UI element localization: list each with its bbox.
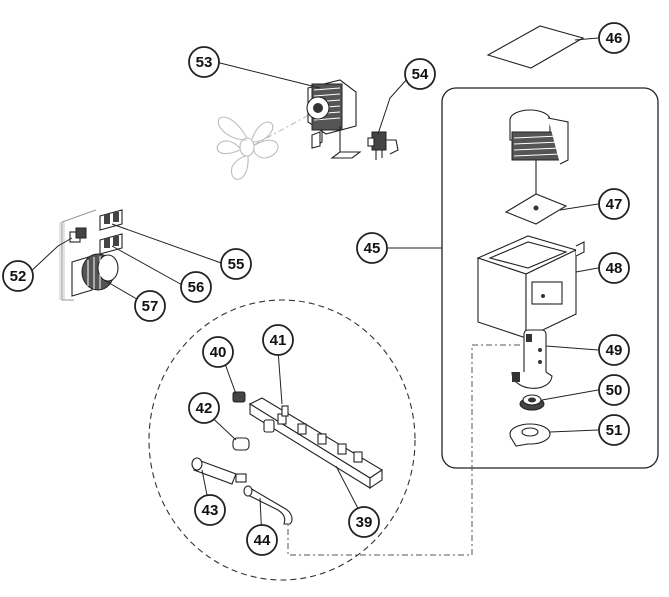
part-48-housing bbox=[476, 235, 585, 339]
part-43-nozzle bbox=[191, 457, 247, 485]
svg-text:53: 53 bbox=[196, 54, 213, 71]
callout-47: 47 bbox=[598, 188, 630, 220]
part-50-nut bbox=[519, 394, 545, 411]
callout-57: 57 bbox=[134, 290, 166, 322]
part-49-shaft bbox=[511, 329, 553, 389]
part-44-bent-pipe bbox=[243, 485, 293, 525]
part-53-fan-motor bbox=[216, 79, 362, 180]
svg-text:42: 42 bbox=[196, 400, 213, 417]
callout-44: 44 bbox=[246, 524, 278, 556]
svg-text:41: 41 bbox=[270, 332, 287, 349]
callout-43: 43 bbox=[194, 494, 226, 526]
callout-46: 46 bbox=[598, 22, 630, 54]
svg-text:50: 50 bbox=[606, 382, 623, 399]
group-45-frame bbox=[441, 87, 659, 469]
callout-42: 42 bbox=[188, 392, 220, 424]
callout-51: 51 bbox=[598, 414, 630, 446]
part-57-rotary-selector bbox=[71, 253, 119, 297]
callout-50: 50 bbox=[598, 374, 630, 406]
connector-49-to-44 bbox=[287, 344, 520, 556]
part-46-sheet bbox=[486, 25, 585, 69]
part-42-coupling bbox=[232, 437, 250, 451]
callout-40: 40 bbox=[202, 336, 234, 368]
svg-text:39: 39 bbox=[356, 514, 373, 531]
callout-45: 45 bbox=[356, 232, 388, 264]
svg-text:44: 44 bbox=[254, 532, 271, 549]
part-41-fitting bbox=[263, 419, 275, 433]
part-56-switch bbox=[99, 233, 123, 255]
callout-52: 52 bbox=[2, 260, 34, 292]
svg-text:55: 55 bbox=[228, 256, 245, 273]
callout-48: 48 bbox=[598, 252, 630, 284]
svg-text:47: 47 bbox=[606, 196, 623, 213]
callout-55: 55 bbox=[220, 248, 252, 280]
callout-49: 49 bbox=[598, 334, 630, 366]
svg-text:51: 51 bbox=[606, 422, 623, 439]
svg-text:56: 56 bbox=[188, 279, 205, 296]
callout-39: 39 bbox=[348, 506, 380, 538]
svg-text:46: 46 bbox=[606, 30, 623, 47]
svg-text:48: 48 bbox=[606, 260, 623, 277]
part-39-manifold bbox=[248, 397, 384, 490]
callout-54: 54 bbox=[404, 58, 436, 90]
svg-text:43: 43 bbox=[202, 502, 219, 519]
svg-text:54: 54 bbox=[412, 66, 429, 83]
part-52-indicator bbox=[69, 227, 87, 243]
svg-text:40: 40 bbox=[210, 344, 227, 361]
svg-text:52: 52 bbox=[10, 268, 27, 285]
part-47-mounting-plate bbox=[504, 193, 568, 225]
part-40-cap bbox=[232, 391, 246, 403]
group-39-44-dashed-outline bbox=[148, 299, 416, 581]
svg-text:57: 57 bbox=[142, 298, 159, 315]
callout-56: 56 bbox=[180, 271, 212, 303]
part-51-cam bbox=[509, 423, 551, 447]
part-54-switch bbox=[367, 131, 399, 160]
part-45-vibrator-motor bbox=[509, 109, 569, 204]
callout-53: 53 bbox=[188, 46, 220, 78]
svg-text:45: 45 bbox=[364, 240, 381, 257]
callout-41: 41 bbox=[262, 324, 294, 356]
svg-text:49: 49 bbox=[606, 342, 623, 359]
part-55-switch bbox=[99, 209, 123, 231]
part-panel-bracket bbox=[59, 209, 97, 301]
